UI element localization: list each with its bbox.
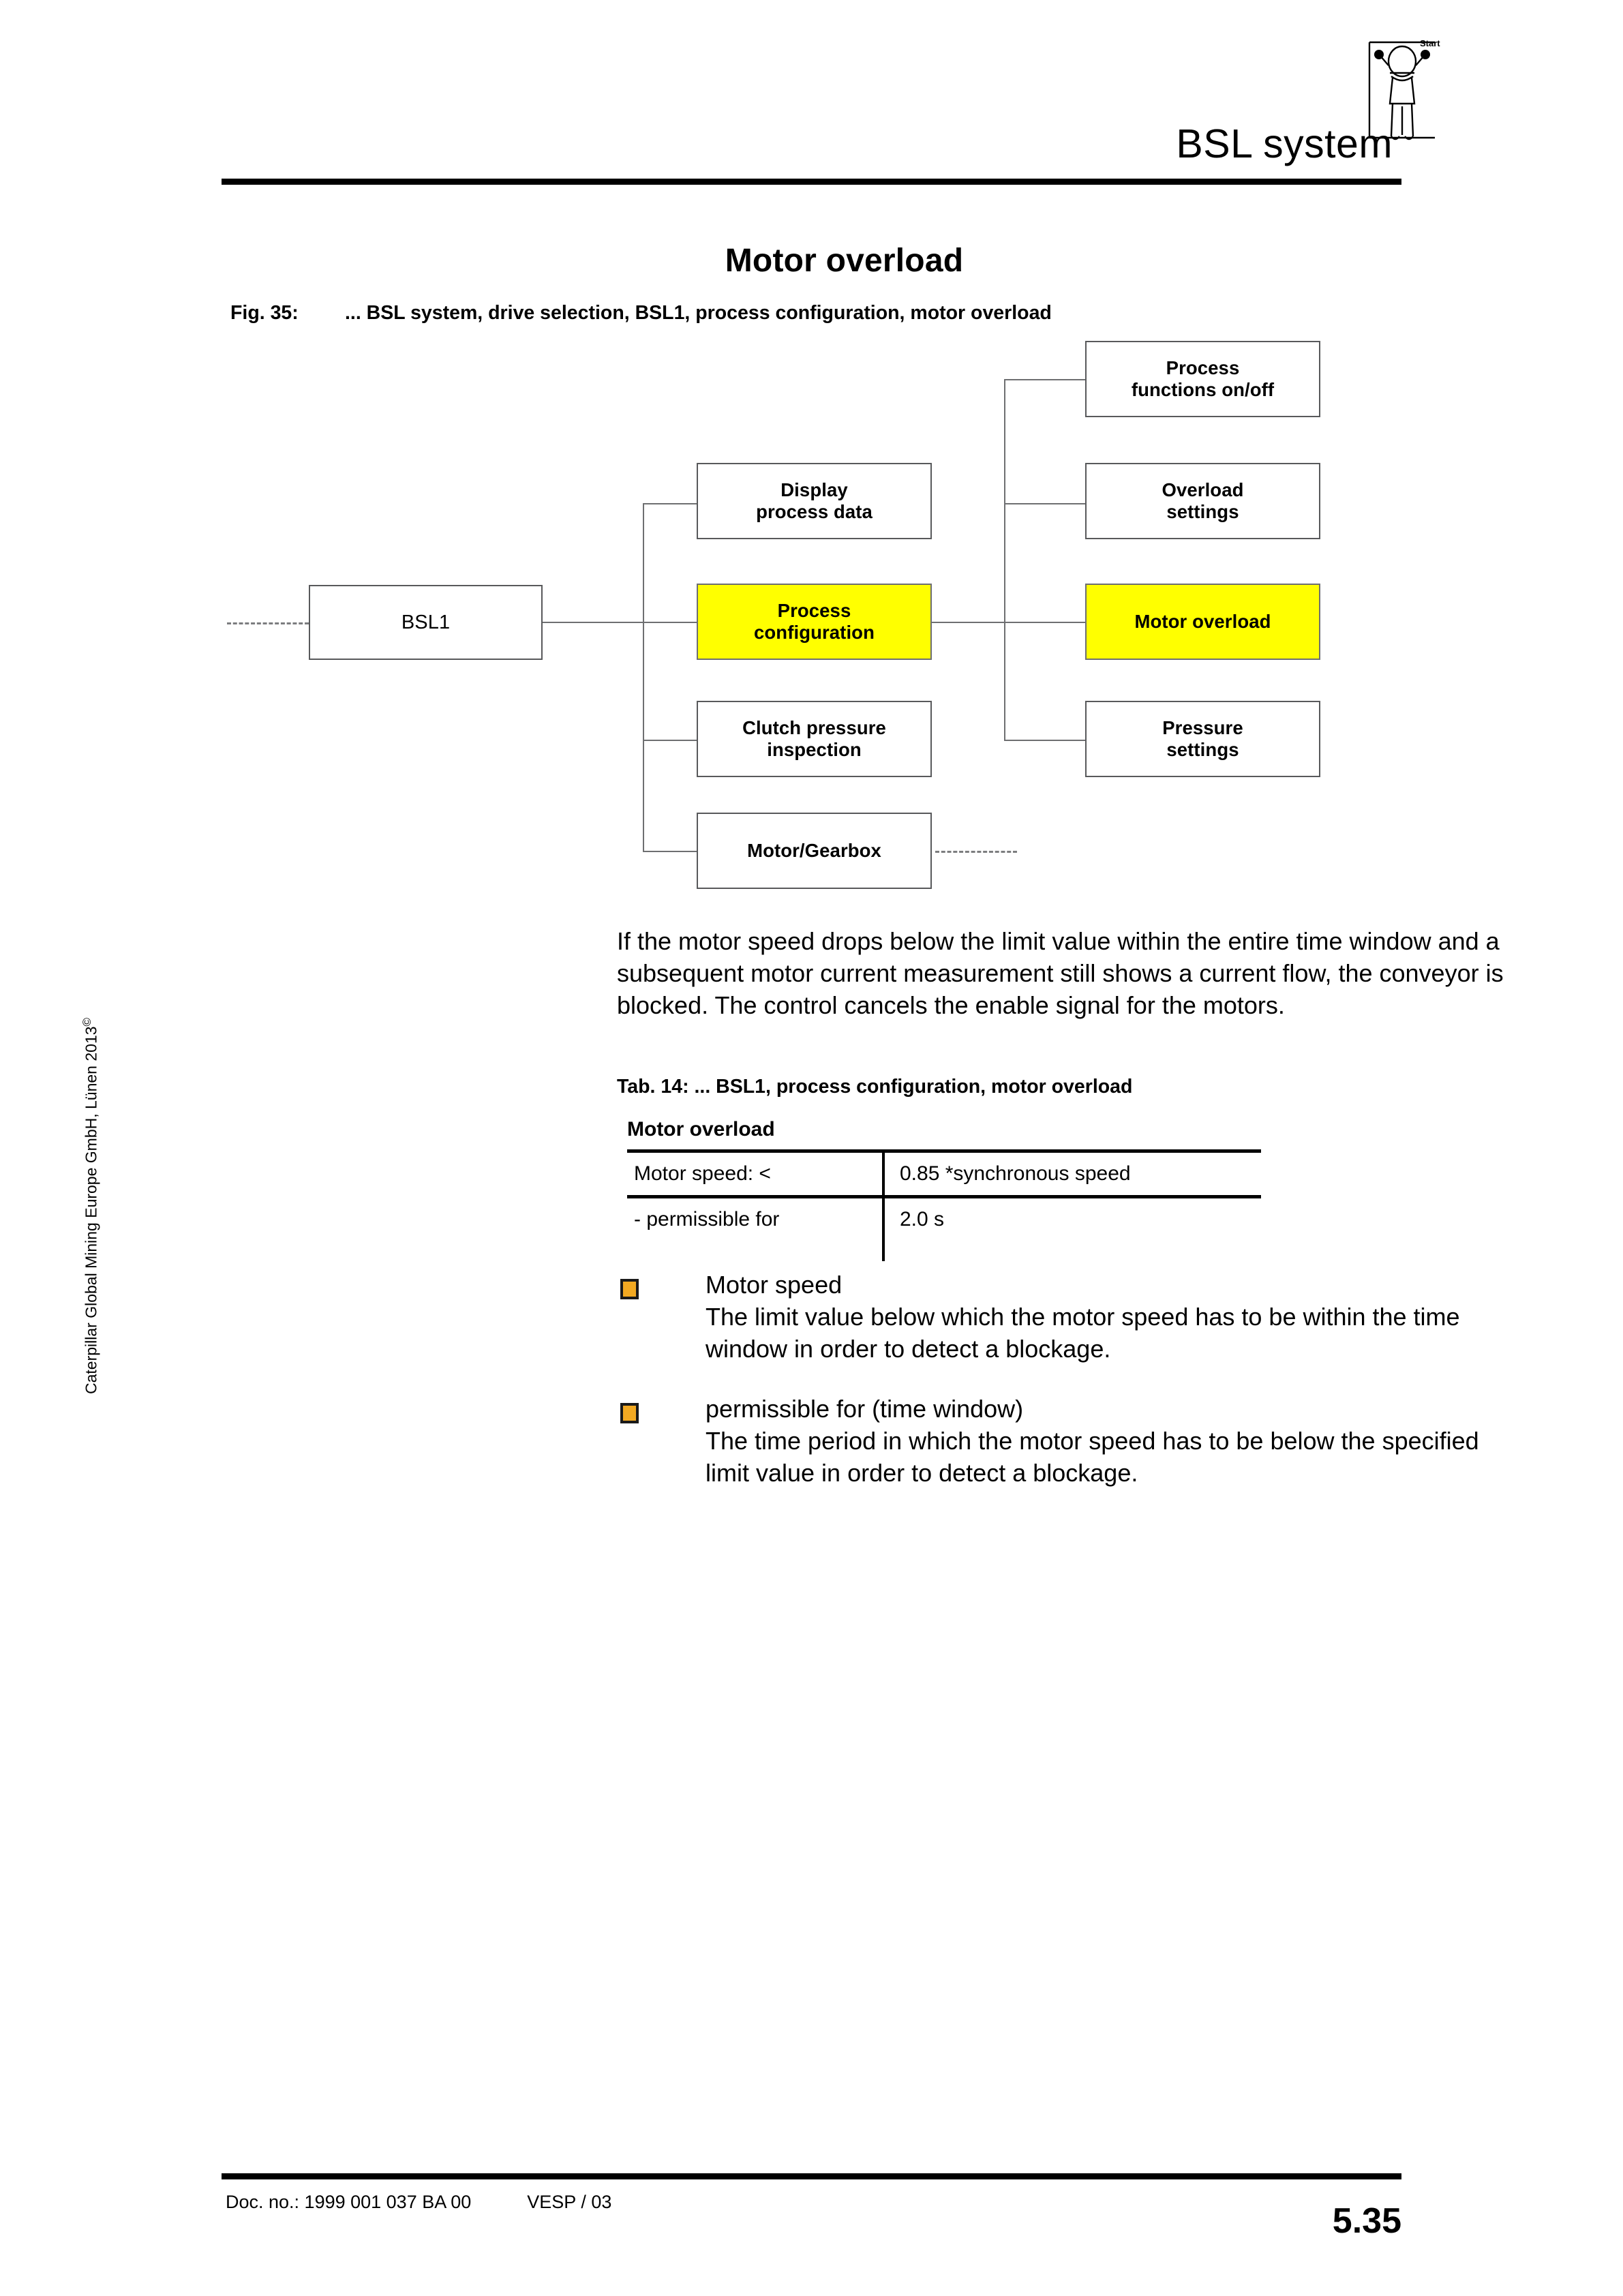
parameter-table: Motor overload Motor speed: < 0.85 *sync… <box>627 1118 1261 1261</box>
tree-diagram: BSL1 Display process data Process config… <box>0 0 1623 913</box>
connector-root-out <box>543 622 643 623</box>
node-pressure-settings-label: Pressure settings <box>1162 716 1243 760</box>
node-motor-overload-label: Motor overload <box>1134 610 1271 632</box>
node-bsl1-label: BSL1 <box>401 611 451 633</box>
list-item: Motor speed The limit value below which … <box>617 1269 1510 1365</box>
node-pressure-settings[interactable]: Pressure settings <box>1085 701 1320 777</box>
node-overload-settings-label: Overload settings <box>1162 479 1244 522</box>
page-header-title: BSL system <box>1176 121 1393 166</box>
bullet-list: Motor speed The limit value below which … <box>617 1269 1510 1518</box>
footer-revision: VESP / 03 <box>527 2192 612 2212</box>
node-clutch-pressure-inspection-label: Clutch pressure inspection <box>742 716 886 760</box>
table-row: Motor speed: < 0.85 *synchronous speed <box>627 1153 1261 1195</box>
node-overload-settings[interactable]: Overload settings <box>1085 463 1320 539</box>
node-process-configuration-label: Process configuration <box>754 599 875 643</box>
body-paragraph: If the motor speed drops below the limit… <box>617 927 1504 1019</box>
bullet-title: permissible for (time window) <box>706 1395 1024 1423</box>
connector-stub-motor-gearbox <box>643 851 697 852</box>
figure-caption-text: ... BSL system, drive selection, BSL1, p… <box>345 302 1052 324</box>
footer-divider <box>222 2173 1401 2179</box>
connector-stub-overload-settings <box>1004 503 1086 504</box>
connector-stub-display <box>643 503 697 504</box>
connector-level1-trunk <box>643 503 644 851</box>
table-cell-value: 2.0 s <box>900 1208 945 1230</box>
footer-doc-info: Doc. no.: 1999 001 037 BA 00 VESP / 03 <box>226 2192 611 2213</box>
node-display-process-data[interactable]: Display process data <box>697 463 932 539</box>
connector-stub-process-config <box>643 622 697 623</box>
connector-stub-motor-overload <box>1004 622 1086 623</box>
table-column-divider <box>882 1153 885 1195</box>
page-title-text: Motor overload <box>725 243 964 279</box>
bullet-title: Motor speed <box>706 1271 843 1299</box>
root-dashed-lead-in <box>227 622 309 624</box>
connector-level2-trunk <box>1004 379 1005 740</box>
list-item: permissible for (time window) The time p… <box>617 1393 1510 1489</box>
connector-stub-process-functions <box>1004 379 1086 380</box>
table-cell-label: - permissible for <box>634 1208 780 1230</box>
figure-caption-label: Fig. 35: <box>230 302 299 324</box>
bullet-text: The limit value below which the motor sp… <box>706 1302 1460 1363</box>
table-caption: Tab. 14: ... BSL1, process configuration… <box>617 1076 1133 1098</box>
footer-doc-number: Doc. no.: 1999 001 037 BA 00 <box>226 2192 472 2212</box>
page-title: Motor overload <box>0 242 1623 280</box>
table-cell-label: Motor speed: < <box>634 1162 771 1185</box>
table-row: - permissible for 2.0 s <box>627 1198 1261 1261</box>
header-divider <box>222 179 1401 185</box>
table-cell-value: 0.85 *synchronous speed <box>900 1162 1131 1185</box>
miner-start-icon: Start <box>1360 35 1440 165</box>
table-rule-middle <box>627 1195 1261 1198</box>
sidebar-copyright: Caterpillar Global Mining Europe GmbH, L… <box>80 467 101 1394</box>
table-heading: Motor overload <box>627 1118 775 1141</box>
copyright-icon: © <box>80 1017 93 1027</box>
node-clutch-pressure-inspection[interactable]: Clutch pressure inspection <box>697 701 932 777</box>
node-process-configuration[interactable]: Process configuration <box>697 584 932 660</box>
svg-text:Start: Start <box>1420 38 1440 48</box>
node-motor-gearbox[interactable]: Motor/Gearbox <box>697 813 932 889</box>
figure-caption: Fig. 35: ... BSL system, drive selection,… <box>230 302 1052 324</box>
page-number: 5.35 <box>1332 2201 1401 2241</box>
connector-stub-pressure-settings <box>1004 740 1086 741</box>
node-process-functions-on-off[interactable]: Process functions on/off <box>1085 341 1320 417</box>
node-motor-gearbox-label: Motor/Gearbox <box>747 839 881 861</box>
orange-square-bullet-icon <box>620 1403 639 1424</box>
node-bsl1[interactable]: BSL1 <box>309 585 543 660</box>
connector-stub-clutch <box>643 740 697 741</box>
motor-gearbox-dashed-continuation <box>935 851 1017 853</box>
bullet-text: The time period in which the motor speed… <box>706 1427 1479 1487</box>
node-process-functions-on-off-label: Process functions on/off <box>1131 357 1275 400</box>
node-display-process-data-label: Display process data <box>756 479 873 522</box>
sidebar-copyright-text: Caterpillar Global Mining Europe GmbH, L… <box>82 1026 100 1394</box>
node-motor-overload[interactable]: Motor overload <box>1085 584 1320 660</box>
orange-square-bullet-icon <box>620 1279 639 1299</box>
table-column-divider <box>882 1198 885 1261</box>
connector-process-config-out <box>932 622 1005 623</box>
table-rule-top <box>627 1149 1261 1153</box>
